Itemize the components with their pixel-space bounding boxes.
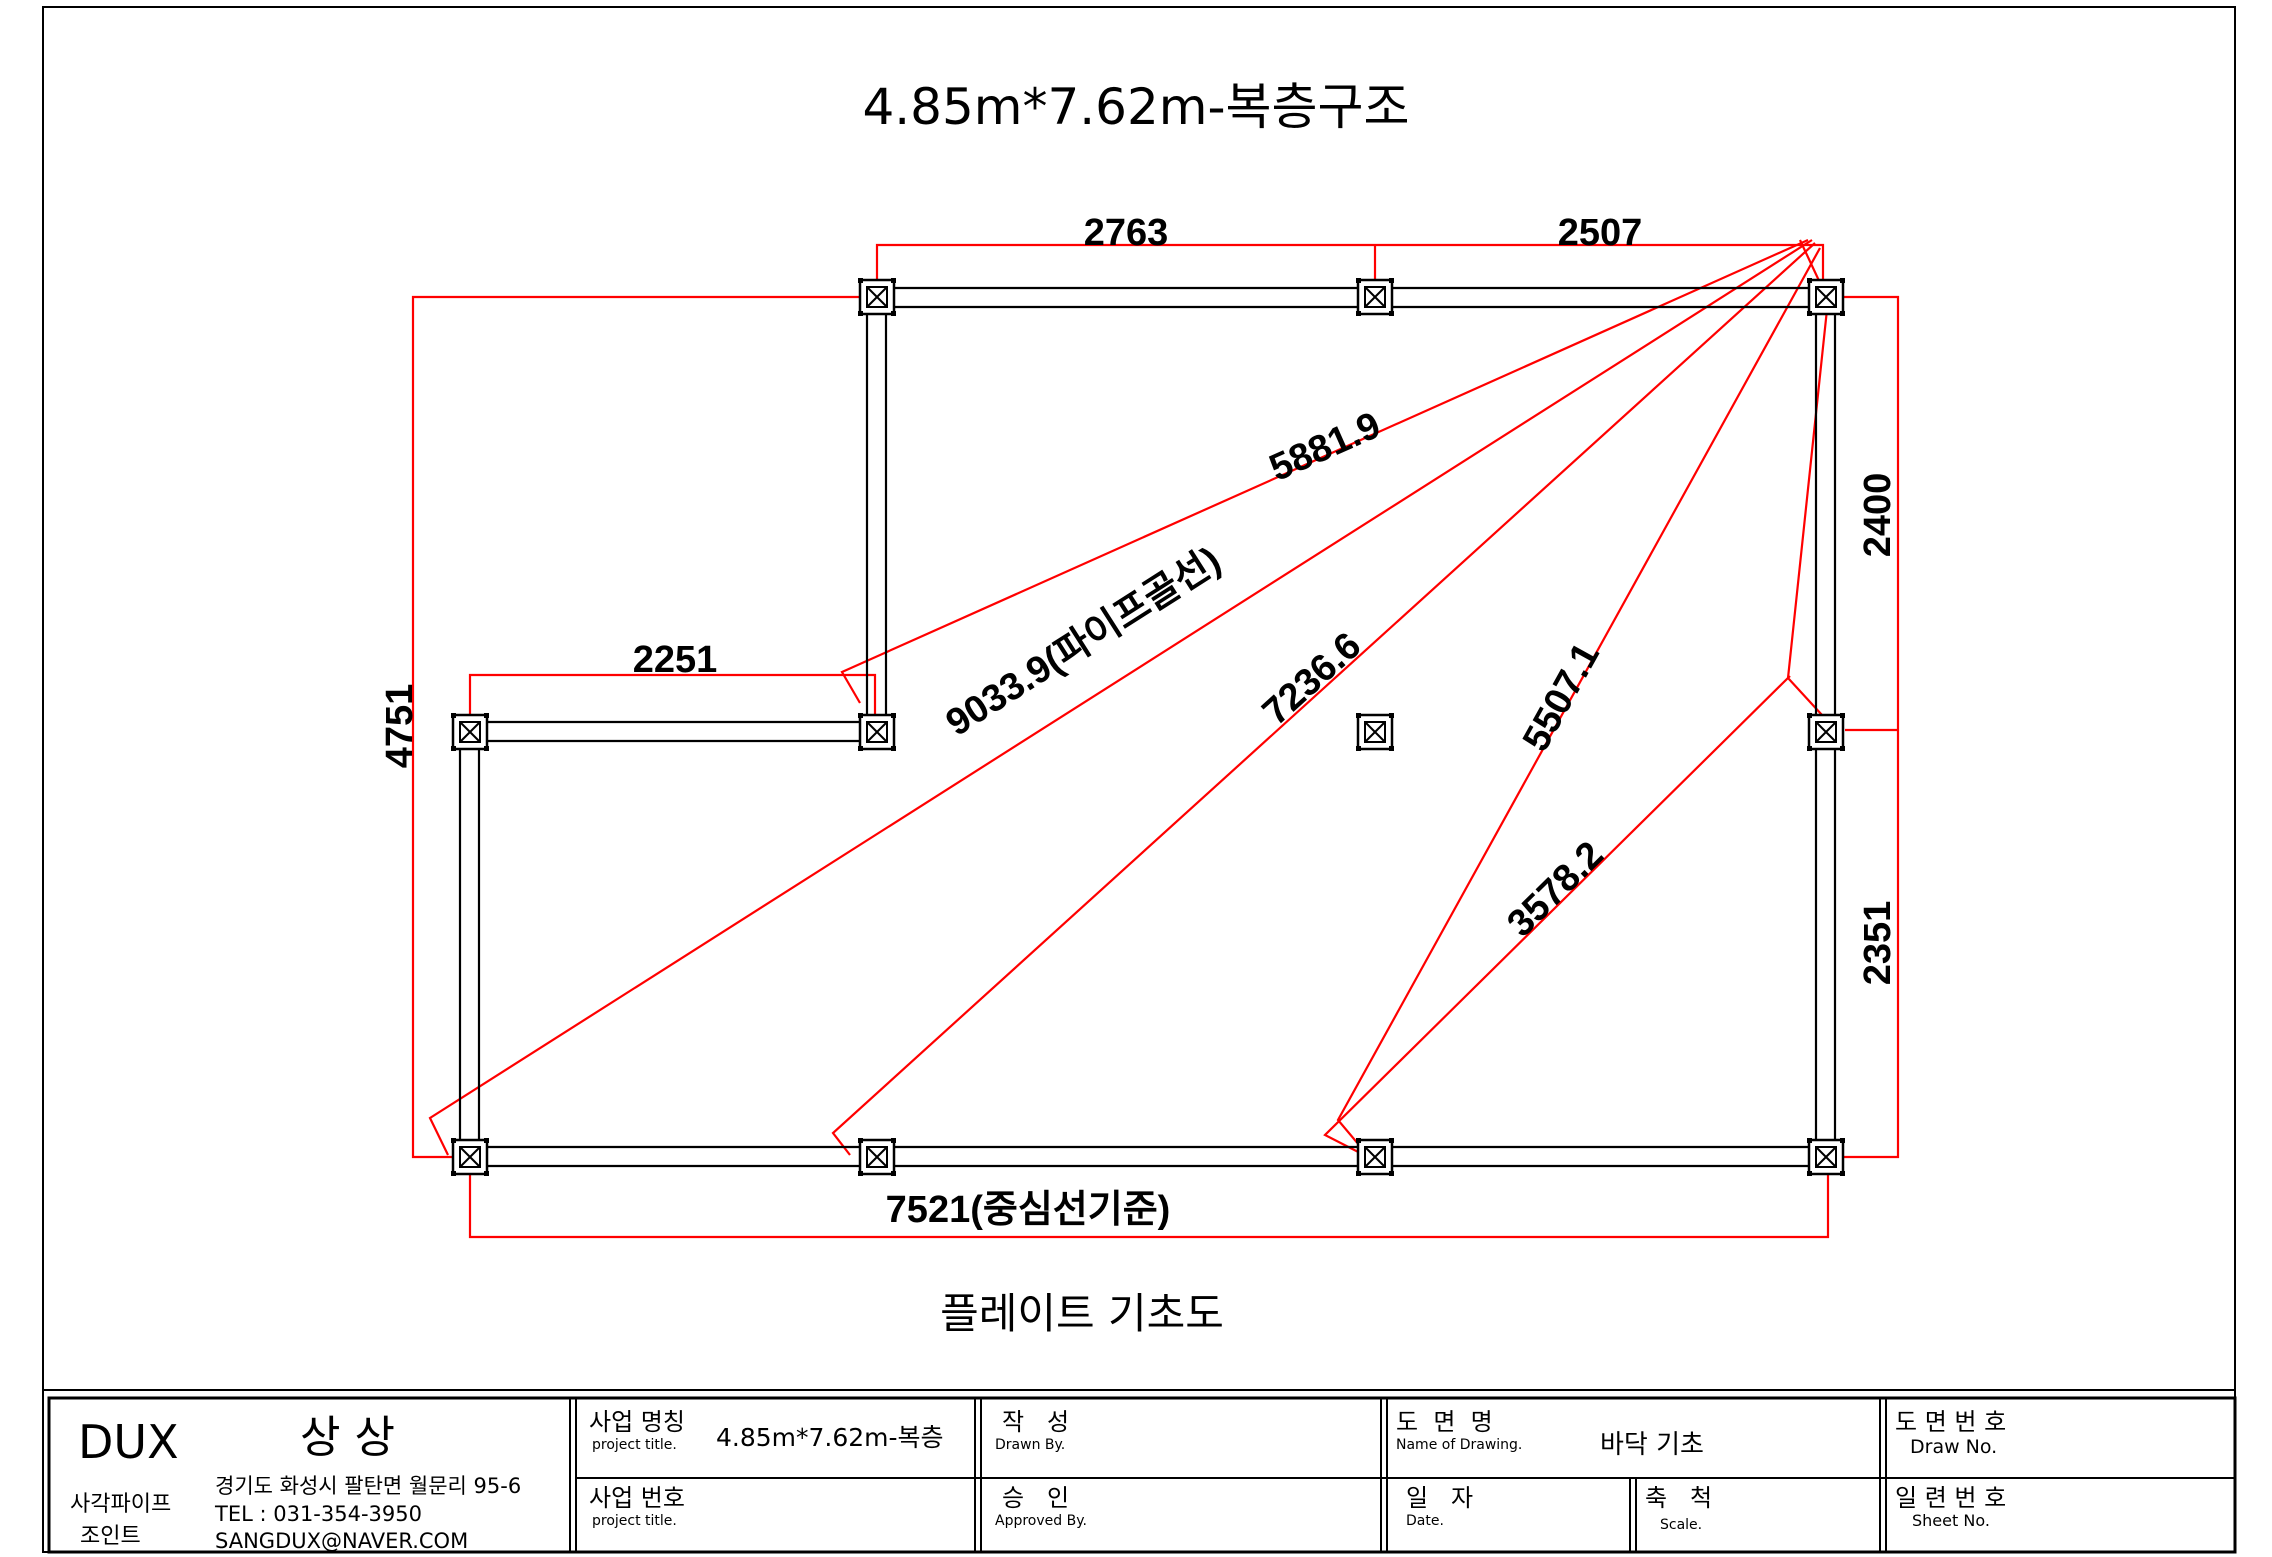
drawing-subtitle: 플레이트 기초도 — [940, 1289, 1224, 1338]
dim-label-diag-5: 3578.2 — [1499, 834, 1611, 946]
drawing-no-label: 도 면 번 호 — [1895, 1408, 2006, 1436]
drawing-name-value: 바닥 기초 — [1600, 1430, 1704, 1460]
sheet-no-sub: Sheet No. — [1912, 1511, 1990, 1530]
drawing-title: 4.85m*7.62m-복층구조 — [862, 78, 1409, 136]
dim-label-right-upper: 2400 — [1857, 473, 1899, 558]
date-sub: Date. — [1406, 1513, 1444, 1529]
sheet-no-label: 일 련 번 호 — [1895, 1484, 2006, 1512]
company-product-line1: 사각파이프 — [70, 1492, 171, 1517]
base-plate — [856, 1136, 898, 1178]
diag-line-5881-9 — [840, 238, 1809, 704]
diag-line-3578-2 — [1323, 675, 1791, 1159]
dim-label-right-lower: 2351 — [1857, 901, 1899, 986]
base-plates — [449, 276, 1847, 1178]
date-label: 일 자 — [1406, 1484, 1473, 1512]
base-plate — [1354, 711, 1396, 753]
dim-label-step-width: 2251 — [633, 639, 718, 681]
dim-line-right — [1840, 295, 1900, 1159]
scale-label: 축 척 — [1645, 1484, 1712, 1512]
dim-label-bottom: 7521(중심선기준) — [886, 1189, 1171, 1231]
base-plate — [1354, 1136, 1396, 1178]
company-brand: DUX — [78, 1415, 179, 1469]
dimension-lines — [411, 238, 1900, 1239]
dim-label-left-height: 4751 — [379, 684, 421, 769]
base-plate — [1354, 276, 1396, 318]
diag-line-9033-9 — [428, 239, 1813, 1156]
dim-label-diag-3: 7236.6 — [1255, 625, 1369, 734]
dim-label-diag-2: 9033.9(파이프골선) — [939, 539, 1228, 744]
diag-apex-hook — [1786, 239, 1830, 716]
dim-line-bottom — [468, 1175, 1830, 1239]
project-no-label: 사업 번호 — [589, 1484, 685, 1512]
base-plate — [856, 711, 898, 753]
drawing-name-label: 도 면 명 — [1396, 1408, 1493, 1436]
project-no-sub: project title. — [592, 1513, 677, 1529]
pipe-frame — [458, 286, 1837, 1168]
project-name-label: 사업 명칭 — [589, 1408, 685, 1436]
title-block-frame — [47, 1396, 2237, 1554]
base-plate — [449, 1136, 491, 1178]
scale-sub: Scale. — [1660, 1517, 1702, 1533]
drawn-by-label: 작 성 — [1002, 1408, 1069, 1436]
approved-by-label: 승 인 — [1002, 1484, 1069, 1512]
dim-line-left — [411, 295, 868, 1159]
drawn-by-sub: Drawn By. — [995, 1437, 1065, 1453]
base-plate — [856, 276, 898, 318]
project-name-value: 4.85m*7.62m-복층 — [716, 1423, 944, 1452]
drawing-no-sub: Draw No. — [1910, 1436, 1997, 1458]
company-tel: TEL : 031-354-3950 — [214, 1502, 422, 1526]
approved-by-sub: Approved By. — [995, 1513, 1087, 1529]
dim-label-top-left: 2763 — [1084, 212, 1169, 254]
company-email: SANGDUX@NAVER.COM — [215, 1529, 468, 1553]
dim-line-step — [468, 673, 877, 715]
dim-label-top-right: 2507 — [1558, 212, 1643, 254]
dim-label-diag-1: 5881.9 — [1263, 404, 1386, 490]
base-plate — [1805, 711, 1847, 753]
dim-label-diag-4: 5507.1 — [1515, 636, 1608, 758]
project-name-sub: project title. — [592, 1437, 677, 1453]
drawing-name-sub: Name of Drawing. — [1396, 1437, 1522, 1453]
company-name: 상 상 — [300, 1412, 395, 1463]
base-plate — [1805, 276, 1847, 318]
title-block: DUX 상 상 경기도 화성시 팔탄면 월문리 95-6 사각파이프 TEL :… — [43, 1389, 2237, 1554]
company-address: 경기도 화성시 팔탄면 월문리 95-6 — [215, 1474, 521, 1498]
company-product-line2: 조인트 — [80, 1524, 141, 1549]
base-plate — [1805, 1136, 1847, 1178]
base-plate — [449, 711, 491, 753]
dim-line-top — [875, 243, 1825, 295]
